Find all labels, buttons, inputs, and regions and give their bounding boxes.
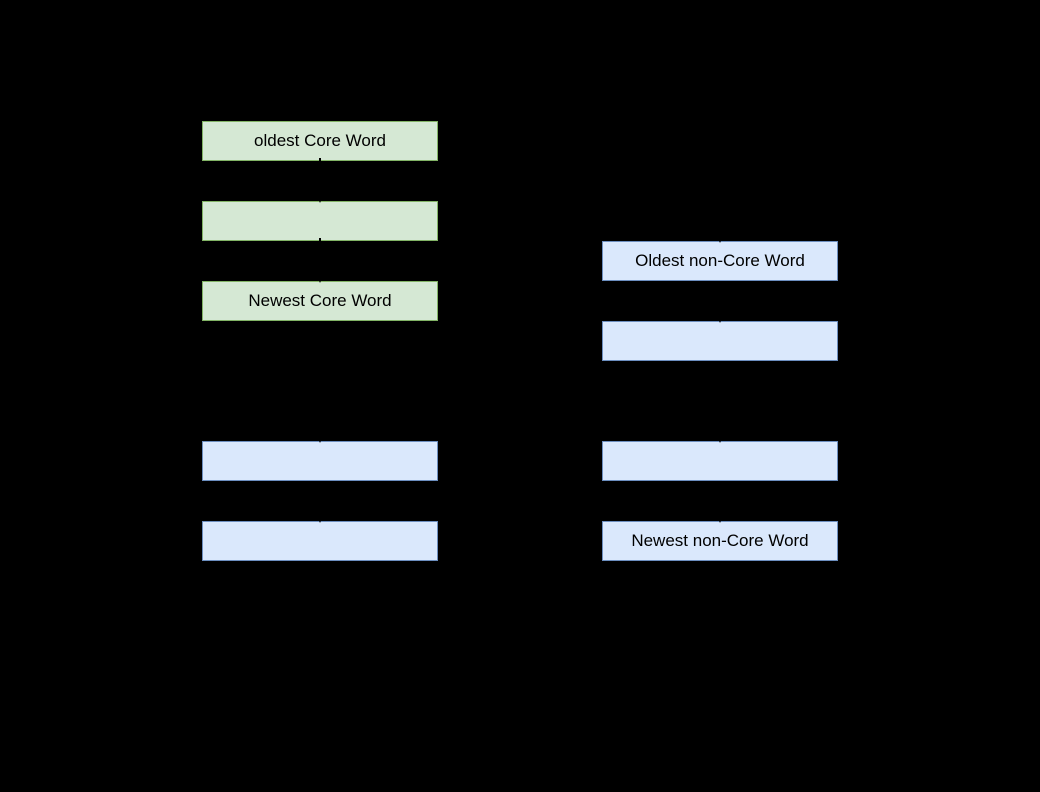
arrowhead-icon xyxy=(715,431,725,443)
box-oldest-core-word: oldest Core Word xyxy=(202,121,438,161)
arrow-into-oldest-non-core xyxy=(719,205,721,231)
arrow-core-1-to-2 xyxy=(319,158,321,191)
arrowhead-icon xyxy=(715,231,725,243)
arrow-non-core-1-to-2 xyxy=(719,283,721,311)
box-core-word-middle xyxy=(202,201,438,241)
arrowhead-icon xyxy=(315,271,325,283)
arrowhead-icon xyxy=(315,431,325,443)
arrow-non-core-2-to-3 xyxy=(719,363,721,431)
arrow-non-core-3-to-4 xyxy=(719,483,721,511)
arrow-core-2-to-3 xyxy=(319,238,321,271)
arrowhead-icon xyxy=(315,191,325,203)
arrowhead-icon xyxy=(715,311,725,323)
box-newest-non-core-word: Newest non-Core Word xyxy=(602,521,838,561)
box-label: Oldest non-Core Word xyxy=(635,251,805,270)
arrow-left-non-core-1-to-2 xyxy=(319,483,321,511)
box-non-core-left-upper xyxy=(202,441,438,481)
box-newest-core-word: Newest Core Word xyxy=(202,281,438,321)
box-label: oldest Core Word xyxy=(254,131,386,150)
arrow-core-3-to-left-non-core-1 xyxy=(319,323,321,431)
box-non-core-right-lower xyxy=(602,441,838,481)
arrowhead-icon xyxy=(715,511,725,523)
box-oldest-non-core-word: Oldest non-Core Word xyxy=(602,241,838,281)
box-non-core-left-lower xyxy=(202,521,438,561)
arrowhead-icon xyxy=(315,511,325,523)
box-non-core-right-middle xyxy=(602,321,838,361)
box-label: Newest Core Word xyxy=(248,291,392,310)
box-label: Newest non-Core Word xyxy=(631,531,809,550)
